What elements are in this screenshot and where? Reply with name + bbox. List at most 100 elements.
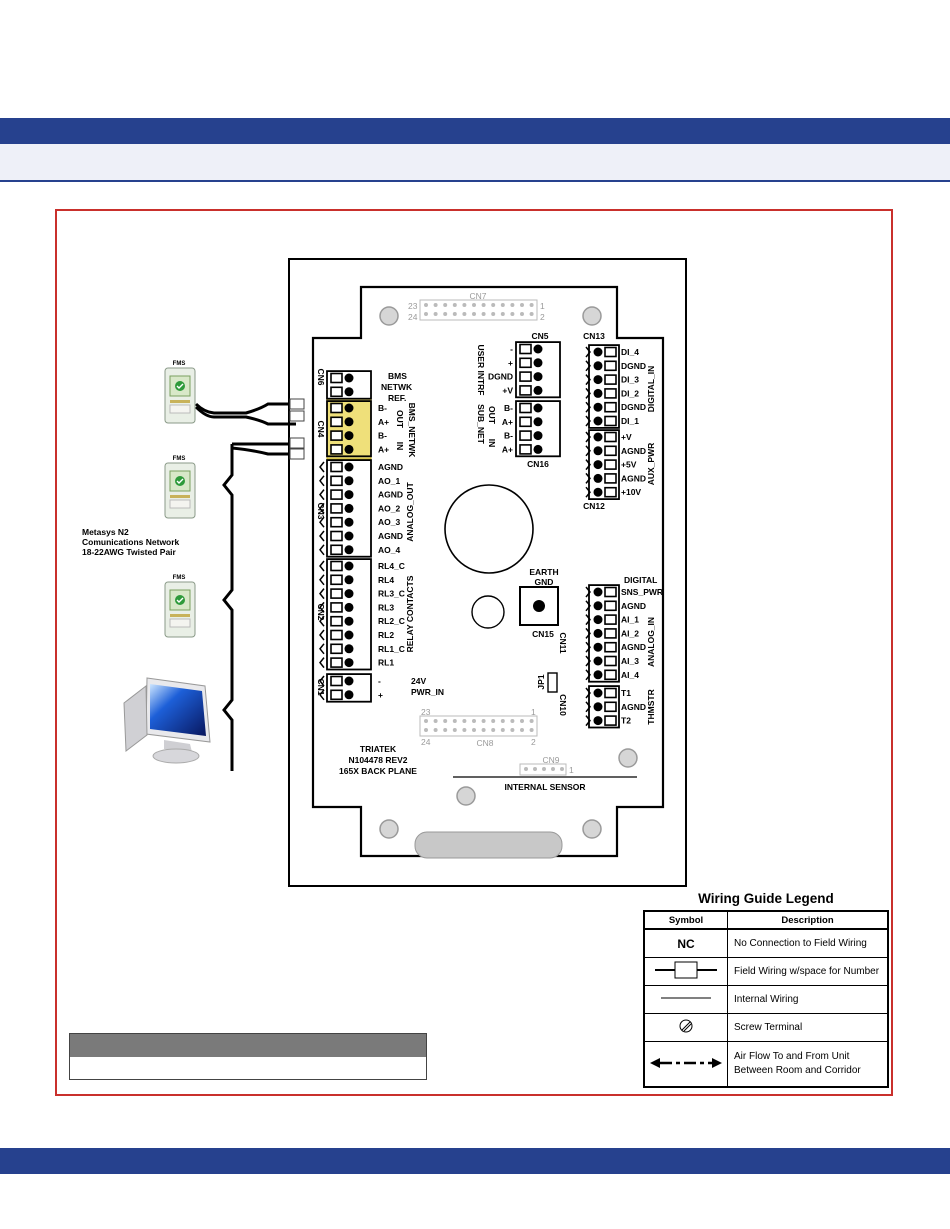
screw-terminal	[344, 431, 354, 441]
network-label-2: Comunications Network	[82, 537, 180, 547]
terminal-slot	[330, 444, 343, 455]
screw-terminal	[344, 658, 354, 668]
bms-label-1: BMS	[388, 371, 407, 381]
terminal-slot	[604, 655, 617, 667]
screw-terminal	[344, 503, 354, 513]
terminal-slot	[604, 459, 617, 470]
terminal-label: RL2_C	[378, 616, 405, 626]
header-pin	[481, 728, 486, 732]
legend-title: Wiring Guide Legend	[698, 891, 834, 906]
header-pin	[542, 767, 546, 771]
field-wiring	[194, 402, 296, 771]
terminal-label: DGND	[488, 372, 513, 382]
bms-labels: BMS NETWK REF. OUT IN BMS_NETWK	[381, 371, 417, 458]
cn3-label: CN3	[316, 502, 326, 519]
header-pin	[443, 728, 448, 732]
screw-terminal	[593, 460, 603, 470]
legend-col-symbol: Symbol	[643, 910, 728, 930]
board-id-1: TRIATEK	[360, 744, 397, 754]
terminal-label: +	[378, 690, 383, 700]
terminal-slot	[330, 574, 343, 586]
header-pin	[433, 312, 438, 316]
header-pin	[452, 303, 457, 307]
cn8-label: CN8	[476, 738, 493, 748]
screw-terminal	[593, 402, 603, 412]
terminal-label: B-	[378, 403, 387, 413]
gnd-label: GND	[535, 577, 554, 587]
header-pin	[491, 312, 496, 316]
fms-unit-icon: FMS	[164, 575, 196, 638]
header-pin	[500, 303, 505, 307]
field-wiring-symbol-icon	[655, 961, 717, 979]
header-band	[0, 118, 950, 144]
legend-col-description: Description	[727, 910, 889, 930]
header-pin	[481, 719, 486, 723]
terminal-slot	[519, 416, 532, 428]
header-cn8: CN8 23 24 1 2	[419, 707, 538, 748]
screw-terminal	[593, 688, 603, 698]
screw-terminal	[593, 416, 603, 426]
screw-terminal	[344, 616, 354, 626]
screw-terminal	[593, 432, 603, 442]
legend-desc-nc: No Connection to Field Wiring	[727, 928, 889, 958]
network-label-3: 18-22AWG Twisted Pair	[82, 547, 177, 557]
terminal-slot	[604, 669, 617, 681]
terminal-slot	[330, 629, 343, 641]
header-cn7: CN7 23 24 1 2	[408, 291, 545, 322]
terminal-label: RL4_C	[378, 561, 405, 571]
cn6-label: CN6	[316, 368, 326, 385]
terminal-slot	[330, 530, 343, 542]
diagram-frame	[55, 209, 893, 1096]
header-pin	[462, 728, 467, 732]
header-pin	[491, 728, 496, 732]
terminal-label: RL3	[378, 602, 394, 612]
screw-terminal	[344, 373, 354, 383]
terminal-slot	[604, 374, 617, 385]
header-pin	[520, 312, 524, 316]
screw-terminal	[593, 487, 603, 497]
screw-terminal	[344, 676, 354, 686]
bms-group-label: BMS_NETWK	[407, 403, 417, 459]
sub-net-in-label: IN	[487, 439, 497, 448]
terminal-strip-cn5: -+DGND+V	[488, 341, 561, 399]
terminal-slot	[604, 687, 617, 699]
legend-desc-field-wiring: Field Wiring w/space for Number	[727, 957, 889, 986]
bottom-slot	[414, 831, 563, 859]
legend-row-internal-wiring: Internal Wiring	[643, 985, 889, 1014]
legend-table: Symbol Description NC No Connection to F…	[643, 910, 889, 1088]
terminal-slot	[604, 486, 617, 498]
legend-desc-air-flow-1: Air Flow To and From Unit	[734, 1051, 850, 1062]
terminal-label: AGND	[621, 601, 646, 611]
bms-out-label: OUT	[395, 410, 405, 429]
terminal-label: AI_1	[621, 615, 639, 625]
terminal-label: DI_1	[621, 416, 639, 426]
terminal-label: DI_2	[621, 388, 639, 398]
header-pin	[491, 303, 496, 307]
terminal-label: +V	[621, 432, 632, 442]
screw-terminal	[344, 589, 354, 599]
header-pin	[443, 719, 448, 723]
terminal-slot	[330, 516, 343, 528]
header-pin	[433, 303, 438, 307]
terminal-slot	[330, 386, 343, 398]
header-pin	[424, 312, 428, 316]
screw-terminal	[533, 417, 543, 427]
screw-terminal	[593, 702, 603, 712]
terminal-label: -	[378, 676, 381, 686]
terminal-label: +10V	[621, 487, 641, 497]
header-pin	[433, 728, 438, 732]
fms-label: FMS	[173, 575, 186, 581]
cn10-label: CN10	[558, 694, 568, 716]
notes-box-header	[70, 1034, 426, 1057]
screw-terminal	[593, 347, 603, 357]
analog-out-label: ANALOG_OUT	[405, 481, 415, 541]
terminal-slot	[519, 371, 532, 382]
nc-symbol: NC	[677, 936, 695, 951]
header-pin	[481, 312, 486, 316]
terminal-strip-cn6	[326, 370, 372, 400]
cn4-label: CN4	[316, 420, 326, 437]
terminal-label: AGND	[621, 446, 646, 456]
